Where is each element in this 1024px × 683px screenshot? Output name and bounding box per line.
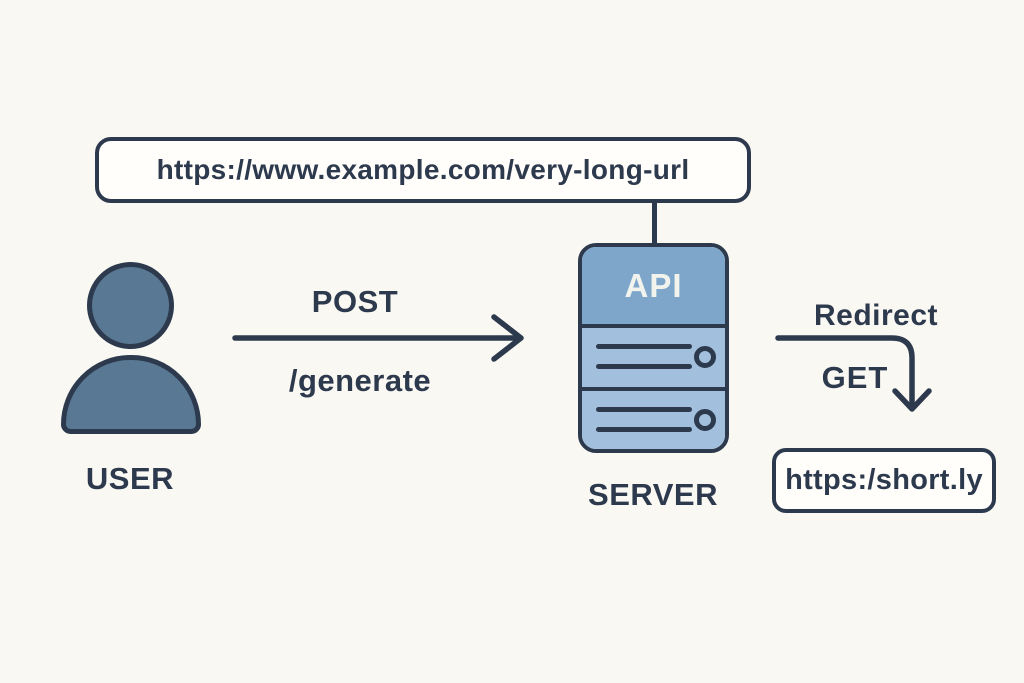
user-icon [87, 262, 174, 349]
get-method-label: GET [821, 360, 889, 395]
server-drive-bay [582, 390, 725, 449]
api-label: API [624, 266, 683, 304]
long-url-text: https://www.example.com/very-long-url [156, 154, 690, 185]
server-icon: API [578, 243, 729, 453]
short-url-box: https:/short.ly [772, 448, 996, 513]
long-url-box: https://www.example.com/very-long-url [95, 137, 751, 203]
post-arrow-icon [232, 314, 524, 362]
user-icon-body [61, 355, 201, 434]
url-to-server-connector-line [652, 201, 657, 245]
server-api-panel: API [582, 247, 725, 324]
redirect-label: Redirect [813, 299, 939, 332]
drive-slot-line [596, 426, 692, 432]
short-url-text: https:/short.ly [785, 464, 983, 496]
server-drive-bay [582, 328, 725, 387]
server-label: SERVER [588, 477, 718, 512]
drive-slot-line [596, 406, 692, 412]
drive-led-icon [694, 346, 716, 369]
post-path-label: /generate [288, 363, 432, 398]
drive-led-icon [694, 408, 716, 431]
server-divider [582, 324, 725, 328]
post-method-label: POST [311, 284, 399, 319]
server-divider [582, 386, 725, 391]
user-label: USER [85, 461, 175, 496]
drive-slot-line [596, 364, 692, 369]
drive-slot-line [596, 344, 692, 349]
